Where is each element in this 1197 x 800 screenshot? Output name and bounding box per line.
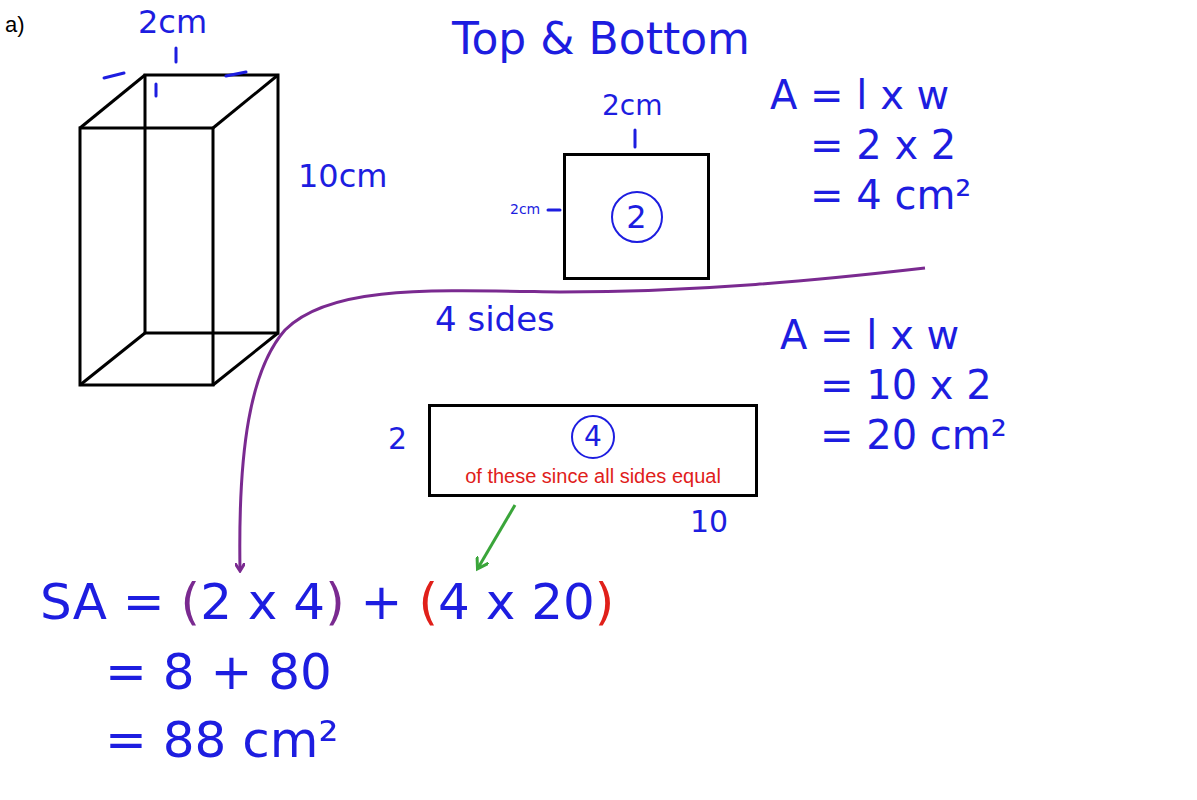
formula: = 10 x 2 <box>820 362 992 408</box>
side-face: 4 of these since all sides equal <box>428 404 758 497</box>
note: 4 sides <box>435 300 555 339</box>
part-label: a) <box>5 12 25 37</box>
dimension: 2cm <box>602 90 662 122</box>
formula: = 20 cm² <box>820 412 1007 458</box>
dimension: 10 <box>690 505 728 540</box>
dimension: 2 <box>388 422 407 457</box>
green-arrow <box>478 505 515 568</box>
dimension: 2cm <box>138 4 207 41</box>
formula: A = l x w <box>780 312 959 358</box>
formula: = 8 + 80 <box>105 644 332 702</box>
formula: SA = (2 x 4) + (4 x 20) <box>40 574 614 632</box>
formula: A = l x w <box>770 72 949 118</box>
dimension: 2cm <box>510 201 540 217</box>
dimension: 10cm <box>298 158 387 195</box>
circled-count: 4 <box>571 415 615 459</box>
prism-outline <box>80 75 278 385</box>
formula: = 4 cm² <box>810 172 971 218</box>
formula: = 88 cm² <box>105 712 339 770</box>
note: of these since all sides equal <box>465 465 721 487</box>
heading: Top & Bottom <box>452 14 750 65</box>
formula: = 2 x 2 <box>810 122 956 168</box>
top-bottom-face: 2 <box>563 153 710 280</box>
tick-marks <box>104 48 635 210</box>
circled-count: 2 <box>611 191 663 243</box>
